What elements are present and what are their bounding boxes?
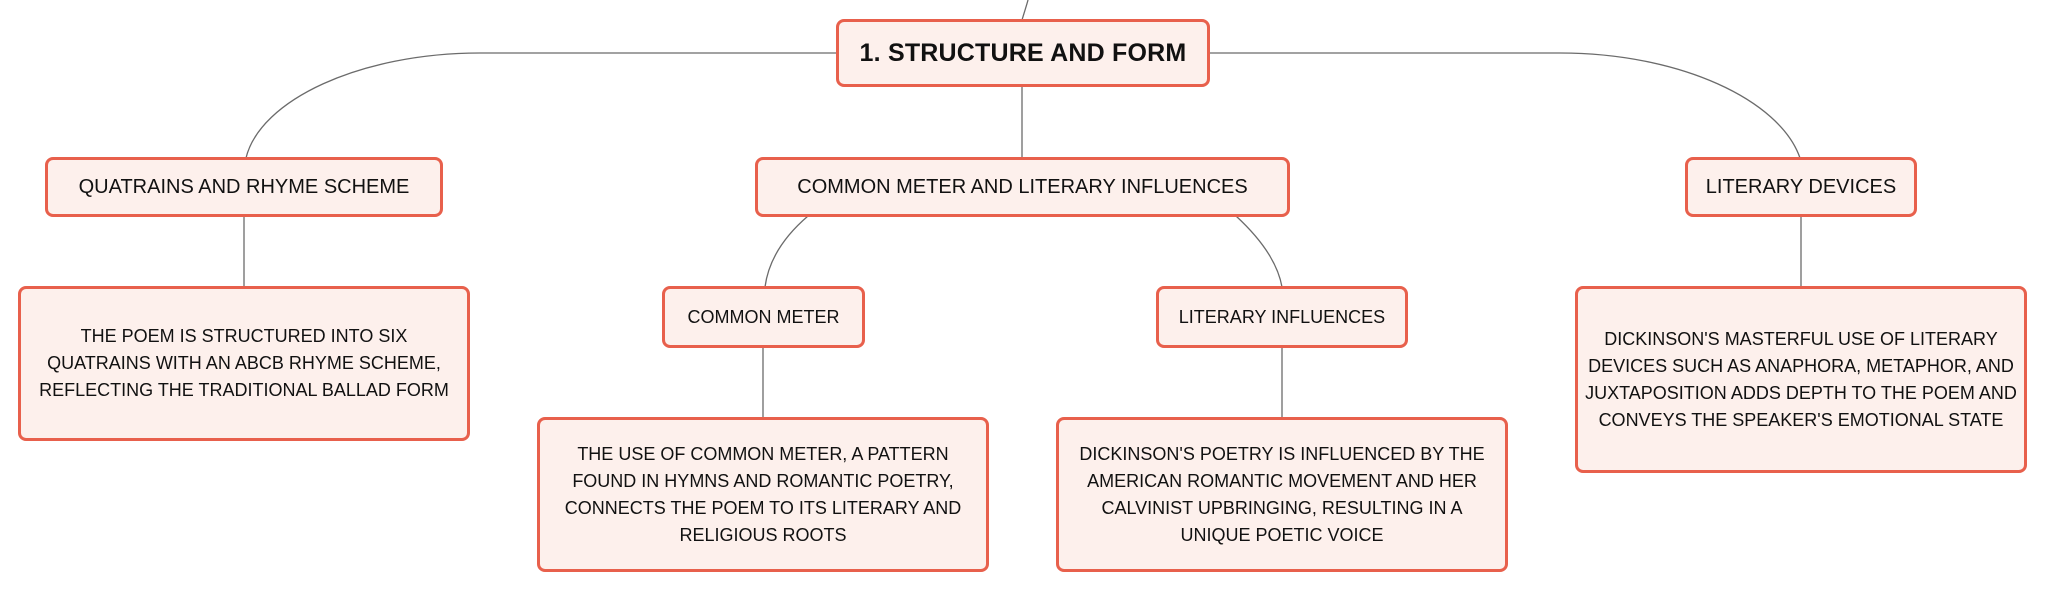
branch-node-quatrains-rhyme-scheme[interactable]: QUATRAINS AND RHYME SCHEME bbox=[45, 157, 443, 217]
detail-node-text: DICKINSON'S POETRY IS INFLUENCED BY THE … bbox=[1079, 443, 1485, 545]
branch-node-literary-devices[interactable]: LITERARY DEVICES bbox=[1685, 157, 1917, 217]
sub-node-label: COMMON METER bbox=[687, 306, 840, 327]
connector-meter-influences-to-literary-influences bbox=[1235, 215, 1283, 288]
detail-node-text: THE POEM IS STRUCTURED INTO SIX QUATRAIN… bbox=[39, 326, 449, 400]
detail-node-common-meter[interactable]: THE USE OF COMMON METER, A PATTERN FOUND… bbox=[537, 417, 989, 572]
branch-node-label: QUATRAINS AND RHYME SCHEME bbox=[78, 175, 410, 198]
connector-root-to-quatrains bbox=[245, 52, 838, 159]
detail-node-literary-devices[interactable]: DICKINSON'S MASTERFUL USE OF LITERARY DE… bbox=[1575, 286, 2027, 473]
branch-node-label: COMMON METER AND LITERARY INFLUENCES bbox=[797, 175, 1248, 198]
connector-meter-influences-to-common-meter bbox=[764, 215, 809, 288]
connector-root-to-literary-devices bbox=[1208, 52, 1801, 159]
branch-node-common-meter-literary-influences[interactable]: COMMON METER AND LITERARY INFLUENCES bbox=[755, 157, 1290, 217]
detail-node-quatrains[interactable]: THE POEM IS STRUCTURED INTO SIX QUATRAIN… bbox=[18, 286, 470, 441]
branch-node-label: LITERARY DEVICES bbox=[1705, 175, 1897, 198]
detail-node-text: THE USE OF COMMON METER, A PATTERN FOUND… bbox=[564, 443, 962, 545]
sub-node-label: LITERARY INFLUENCES bbox=[1178, 306, 1386, 327]
root-node[interactable]: 1. STRUCTURE AND FORM bbox=[836, 19, 1210, 87]
sub-node-literary-influences[interactable]: LITERARY INFLUENCES bbox=[1156, 286, 1408, 348]
detail-node-literary-influences[interactable]: DICKINSON'S POETRY IS INFLUENCED BY THE … bbox=[1056, 417, 1508, 572]
detail-node-text: DICKINSON'S MASTERFUL USE OF LITERARY DE… bbox=[1585, 328, 2017, 430]
connector-parent-to-root bbox=[1021, 0, 1029, 21]
root-node-label: 1. STRUCTURE AND FORM bbox=[859, 38, 1187, 67]
sub-node-common-meter[interactable]: COMMON METER bbox=[662, 286, 865, 348]
